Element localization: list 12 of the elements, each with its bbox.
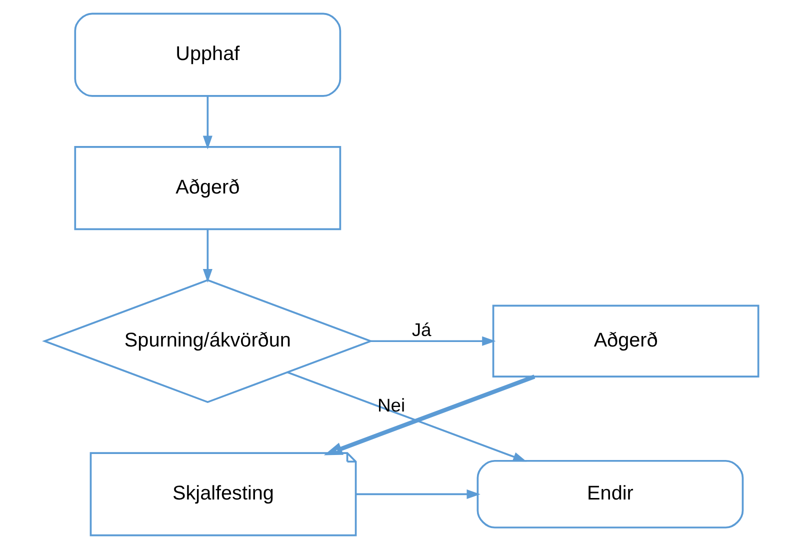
arrow	[324, 374, 536, 456]
node-box: Aðgerð	[74, 146, 342, 230]
node-box: Aðgerð	[492, 304, 760, 378]
node-diamond: Spurning/ákvörðun	[42, 279, 374, 404]
node-box: Endir	[476, 460, 744, 528]
edge-label: Nei	[377, 394, 406, 416]
edge-label: Já	[412, 319, 432, 340]
arrow	[356, 489, 480, 499]
arrow	[202, 229, 212, 283]
node-box: Upphaf	[74, 12, 342, 97]
arrow	[371, 336, 496, 346]
arrow	[202, 96, 212, 150]
